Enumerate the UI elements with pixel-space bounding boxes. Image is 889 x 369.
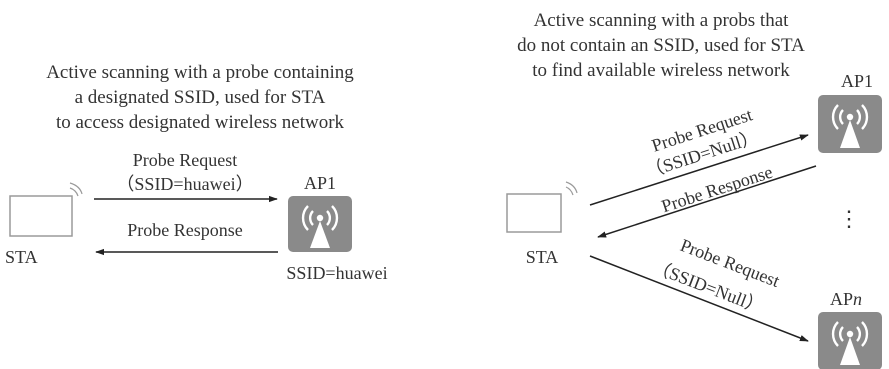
probe-request-ssid-label: （SSID=huawei）	[116, 174, 254, 194]
wireless-antenna-icon	[818, 312, 882, 369]
sta-label: STA	[5, 247, 38, 267]
probe-response-arrow	[597, 165, 817, 238]
probe-response-label: Probe Response	[127, 220, 243, 240]
wireless-antenna-icon	[818, 95, 882, 153]
probe-request-label: Probe Request	[132, 150, 238, 170]
sta-device-icon	[506, 181, 578, 233]
left-caption: Active scanning with a probe containing …	[0, 60, 400, 135]
ap-ssid-label: SSID=huawei	[286, 263, 388, 283]
ap1-label: AP1	[840, 71, 873, 91]
wireless-antenna-icon	[288, 196, 352, 252]
sta-label: STA	[525, 247, 559, 267]
right-caption-line-3: to find available wireless network	[532, 60, 790, 81]
right-caption-line-1: Active scanning with a probs that	[533, 10, 789, 31]
probe-request-null-arrow	[589, 134, 809, 206]
ellipsis-more-aps: ⋮	[838, 206, 860, 231]
left-caption-line-3: to access designated wireless network	[55, 112, 345, 133]
sta-device-icon	[9, 182, 83, 237]
right-caption-line-2: do not contain an SSID, used for STA	[517, 35, 805, 56]
probe-request-null-arrow-n	[589, 255, 809, 342]
apn-label-index: n	[853, 289, 862, 309]
ap1-label: AP1	[303, 173, 336, 193]
apn-label: APn	[816, 288, 876, 310]
left-caption-line-1: Active scanning with a probe containing	[46, 62, 354, 83]
right-caption: Active scanning with a probs that do not…	[486, 8, 836, 83]
apn-label-prefix: AP	[829, 289, 853, 309]
left-caption-line-2: a designated SSID, used for STA	[74, 87, 326, 108]
